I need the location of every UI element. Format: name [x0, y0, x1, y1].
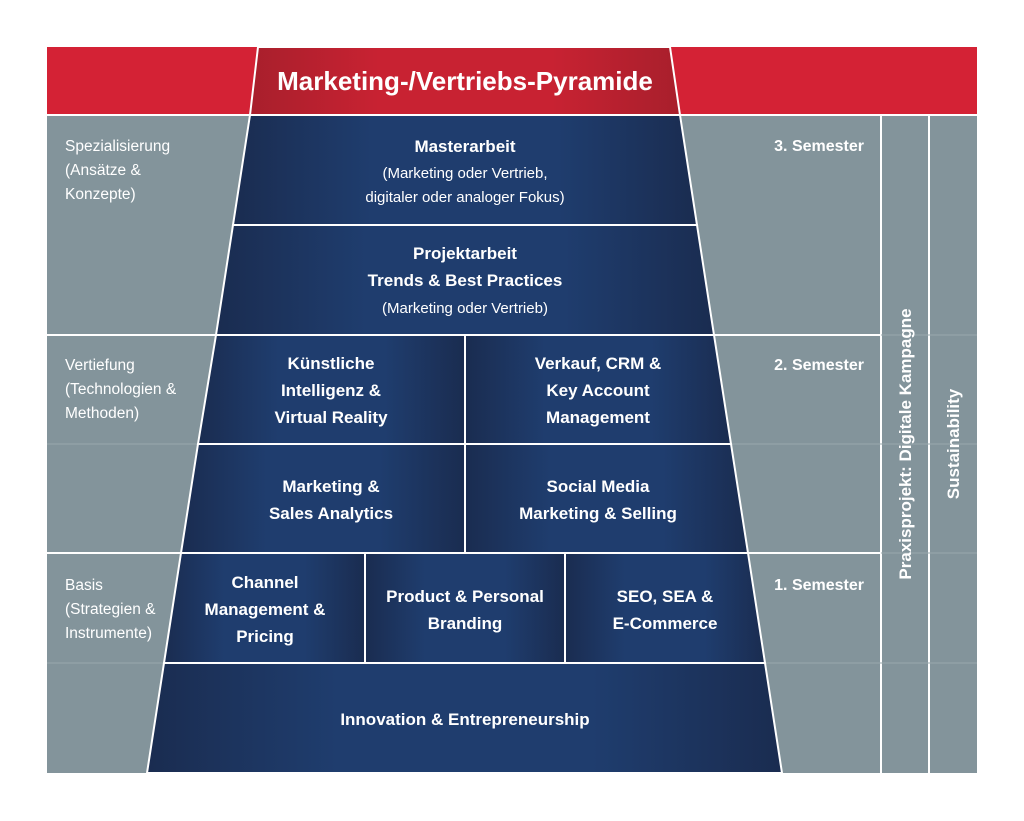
label-line: (Technologien &: [65, 381, 177, 398]
block-analytics: [179, 443, 466, 554]
branding-text: Branding: [428, 614, 503, 633]
projektarbeit-sub: (Marketing oder Vertrieb): [382, 300, 548, 317]
verkauf-text: Verkauf, CRM &: [535, 354, 662, 373]
masterarbeit-title: Masterarbeit: [414, 137, 515, 156]
block-social-media: [464, 443, 750, 554]
channel-text: Management &: [205, 600, 326, 619]
semester-1: 1. Semester: [774, 577, 864, 594]
analytics-text: Marketing &: [282, 477, 379, 496]
innovation-text: Innovation & Entrepreneurship: [340, 710, 589, 729]
block-branding: [364, 552, 566, 664]
channel-text: Channel: [231, 573, 298, 592]
social-text: Social Media: [547, 477, 651, 496]
branding-text: Product & Personal: [386, 587, 544, 606]
channel-text: Pricing: [236, 627, 294, 646]
label-line: (Ansätze &: [65, 162, 141, 179]
label-basis: Basis: [65, 577, 103, 594]
masterarbeit-sub: (Marketing oder Vertrieb,: [382, 165, 547, 182]
masterarbeit-sub: digitaler oder analoger Fokus): [365, 189, 564, 206]
verkauf-text: Management: [546, 408, 650, 427]
block-innovation: [145, 662, 784, 774]
social-text: Marketing & Selling: [519, 504, 677, 523]
label-line: (Strategien &: [65, 601, 156, 618]
label-line: Konzepte): [65, 186, 136, 203]
ki-text: Künstliche: [288, 354, 375, 373]
seo-text: SEO, SEA &: [617, 587, 714, 606]
ki-text: Virtual Reality: [274, 408, 388, 427]
semester-2: 2. Semester: [774, 357, 864, 374]
analytics-text: Sales Analytics: [269, 504, 393, 523]
column-sustainability: Sustainability: [944, 388, 963, 499]
label-spezialisierung: Spezialisierung: [65, 138, 170, 155]
left-labels: Spezialisierung (Ansätze & Konzepte) Ver…: [65, 138, 177, 642]
projektarbeit-title: Trends & Best Practices: [368, 271, 563, 290]
label-line: Methoden): [65, 405, 139, 422]
ki-text: Intelligenz &: [281, 381, 381, 400]
semester-3: 3. Semester: [774, 138, 864, 155]
block-seo: [564, 552, 767, 664]
projektarbeit-title: Projektarbeit: [413, 244, 517, 263]
label-line: Instrumente): [65, 625, 152, 642]
diagram-title: Marketing-/Vertriebs-Pyramide: [277, 66, 653, 96]
seo-text: E-Commerce: [613, 614, 718, 633]
label-vertiefung: Vertiefung: [65, 357, 135, 374]
column-praxisprojekt: Praxisprojekt: Digitale Kampagne: [896, 308, 915, 579]
verkauf-text: Key Account: [546, 381, 650, 400]
